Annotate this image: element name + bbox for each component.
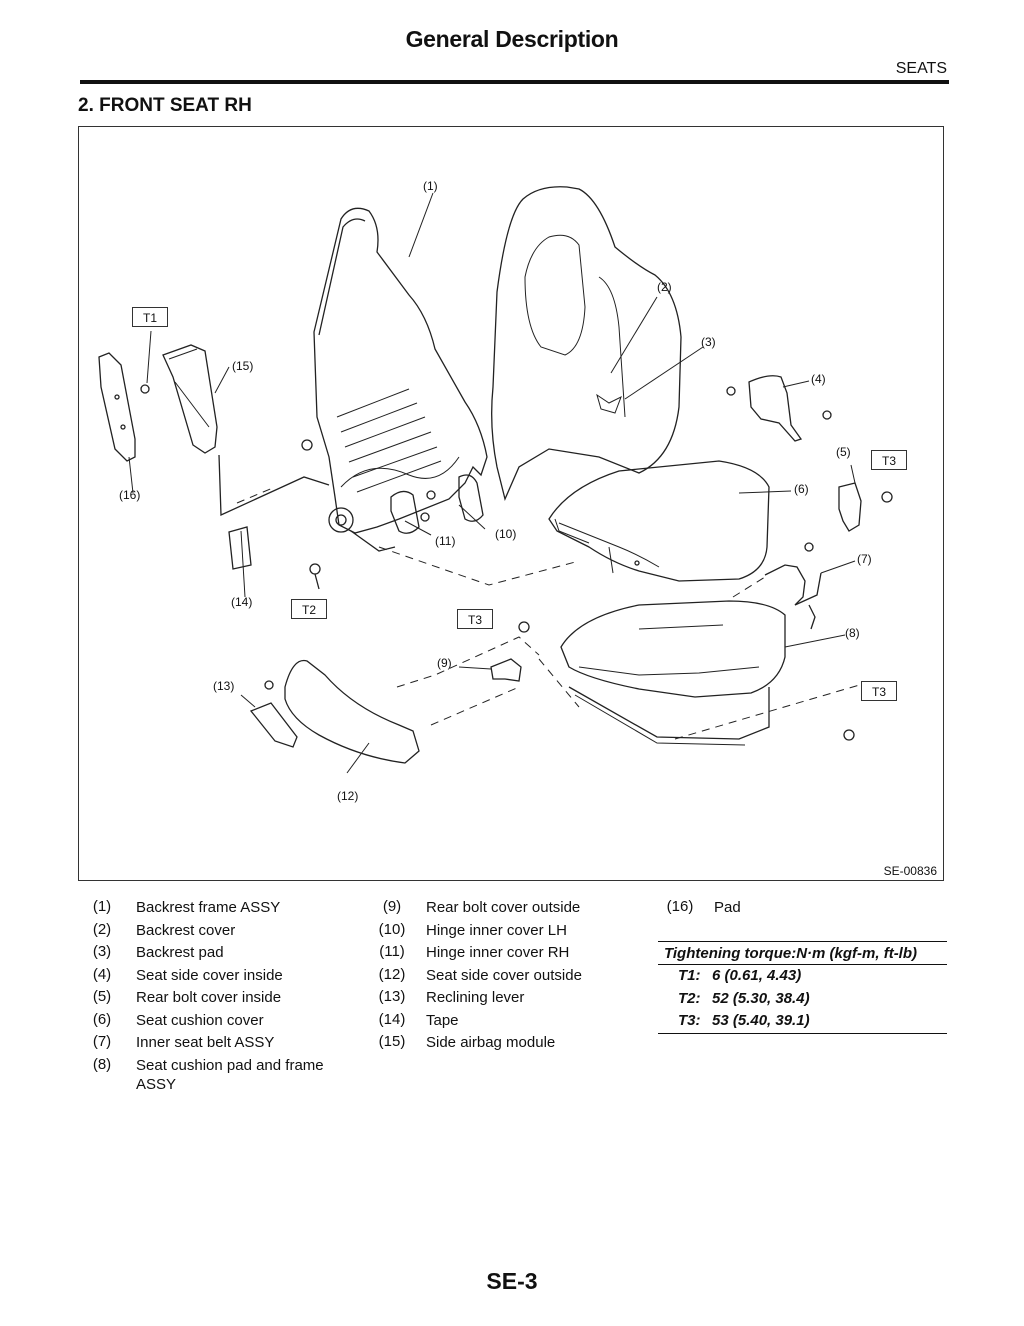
callout-15: (15) bbox=[232, 359, 254, 373]
section-title: 2. FRONT SEAT RH bbox=[78, 95, 252, 116]
callout-7: (7) bbox=[857, 552, 872, 566]
torque-header: Tightening torque:N·m (kgf-m, ft-lb) bbox=[658, 941, 947, 965]
seat-cushion-cover bbox=[548, 460, 770, 582]
seat-cushion-frame bbox=[560, 600, 786, 698]
tape-part bbox=[228, 526, 252, 570]
callout-8: (8) bbox=[845, 626, 860, 640]
torque-row: T3:53 (5.40, 39.1) bbox=[678, 1012, 810, 1029]
callout-14: (14) bbox=[231, 595, 253, 609]
rear-bolt-cover-inside bbox=[838, 482, 862, 532]
torque-tag-t3: T3 bbox=[871, 450, 907, 470]
reclining-lever bbox=[249, 702, 298, 748]
chapter-label: SEATS bbox=[895, 60, 947, 77]
backrest-pad-mark bbox=[596, 393, 622, 414]
callout-2: (2) bbox=[657, 280, 672, 294]
figure-code: SE-00836 bbox=[883, 864, 937, 878]
callout-16: (16) bbox=[119, 488, 141, 502]
pad-part bbox=[98, 352, 136, 462]
header-rule bbox=[80, 80, 949, 84]
seat-exploded-drawing bbox=[98, 186, 893, 774]
hinge-inner-cover-rh bbox=[390, 490, 420, 534]
callout-4: (4) bbox=[811, 372, 826, 386]
torque-row: T1:6 (0.61, 4.43) bbox=[678, 967, 802, 984]
callout-13: (13) bbox=[213, 679, 235, 693]
side-airbag-module bbox=[162, 344, 218, 454]
callout-1: (1) bbox=[423, 179, 438, 193]
backrest-frame bbox=[313, 207, 488, 534]
callout-11: (11) bbox=[435, 534, 456, 548]
callout-9: (9) bbox=[437, 656, 452, 670]
callout-12: (12) bbox=[337, 789, 359, 803]
callout-10: (10) bbox=[495, 527, 517, 541]
seat-side-cover-inside bbox=[748, 375, 803, 442]
page-number: SE-3 bbox=[486, 1268, 538, 1294]
torque-tag-t2: T2 bbox=[291, 599, 327, 619]
hinge-inner-cover-lh bbox=[458, 474, 484, 522]
torque-bottom-rule bbox=[658, 1032, 947, 1034]
torque-row: T2:52 (5.30, 38.4) bbox=[678, 989, 810, 1007]
page-title: General Description bbox=[405, 26, 619, 52]
rear-bolt-cover-outside bbox=[490, 658, 522, 682]
torque-tag-t3: T3 bbox=[457, 609, 493, 629]
callout-6: (6) bbox=[794, 482, 809, 496]
torque-tag-t3: T3 bbox=[861, 681, 897, 701]
torque-tag-t1: T1 bbox=[132, 307, 168, 327]
t1-nut bbox=[140, 384, 150, 394]
callout-5: (5) bbox=[836, 445, 851, 459]
recliner-hinge bbox=[328, 507, 354, 533]
callout-3: (3) bbox=[701, 335, 716, 349]
inner-seat-belt bbox=[764, 564, 822, 630]
backrest-cover bbox=[491, 186, 682, 502]
seat-side-cover-outside bbox=[284, 659, 420, 764]
exploded-view-figure: (1) (2) (3) (4) (5) (6) (7) (8) (9) (10)… bbox=[78, 126, 944, 881]
torque-table: Tightening torque:N·m (kgf-m, ft-lb) T1:… bbox=[658, 941, 947, 1034]
